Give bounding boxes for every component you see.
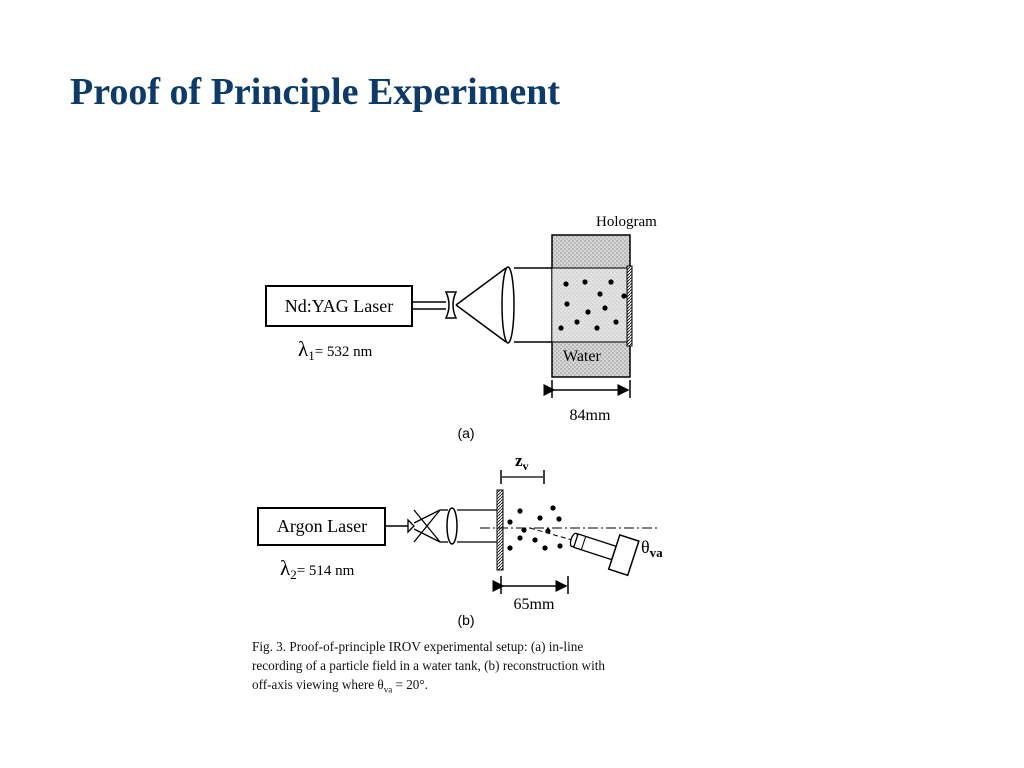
theta-va-label: θva [641, 537, 663, 560]
caption-line-3-suffix: = 20°. [392, 677, 428, 692]
cone-upper-a [455, 267, 507, 306]
figure-caption: Fig. 3. Proof-of-principle IROV experime… [252, 637, 684, 700]
argon-laser-label: Argon Laser [277, 516, 367, 536]
slide-title: Proof of Principle Experiment [70, 71, 561, 113]
caption-line-1: Fig. 3. Proof-of-principle IROV experime… [252, 639, 584, 654]
panel-a-label: (a) [457, 425, 474, 441]
hologram-label: Hologram [596, 214, 657, 230]
panel-a: Nd:YAG Laser [265, 214, 657, 441]
cone-b-upper-1 [413, 509, 441, 524]
particles-b [507, 505, 563, 551]
cone-lower-a [455, 304, 507, 343]
wavelength-a-label: λ1= 532 nm [298, 337, 373, 363]
camera-assembly [569, 532, 640, 577]
collimating-lens-a [501, 266, 515, 344]
nd-yag-laser-box [265, 285, 413, 327]
panel-b: zv Argon Laser [257, 451, 663, 628]
hologram-plate-b [496, 489, 504, 571]
water-label: Water [563, 348, 601, 365]
caption-line-3-sub: va [383, 684, 393, 695]
argon-laser-box [257, 507, 386, 546]
cone-b-lower-1 [413, 528, 441, 543]
hologram-plate [626, 265, 633, 347]
camera-body [607, 533, 640, 577]
wavelength-b-label: λ2= 514 nm [280, 556, 355, 582]
collimating-lens-b [446, 507, 458, 545]
zv-label: zv [515, 451, 529, 473]
beam-region-a [552, 268, 630, 342]
nd-yag-laser-label: Nd:YAG Laser [285, 296, 393, 316]
focus-lens-b [407, 518, 415, 534]
particles-a [558, 279, 627, 331]
viewing-axis-b [529, 527, 573, 541]
camera-tube-ring [580, 536, 587, 550]
caption-line-2: recording of a particle field in a water… [252, 658, 605, 673]
panel-b-label: (b) [457, 612, 474, 628]
cone-b-cross-2 [413, 509, 441, 543]
distance-84mm-label: 84mm [570, 407, 611, 424]
camera-tube [572, 533, 617, 561]
caption-line-3: off-axis viewing where θva = 20°. [252, 675, 684, 700]
distance-65mm-label: 65mm [514, 596, 555, 613]
diverging-lens-a [444, 291, 458, 319]
caption-line-3-prefix: off-axis viewing where θ [252, 677, 384, 692]
